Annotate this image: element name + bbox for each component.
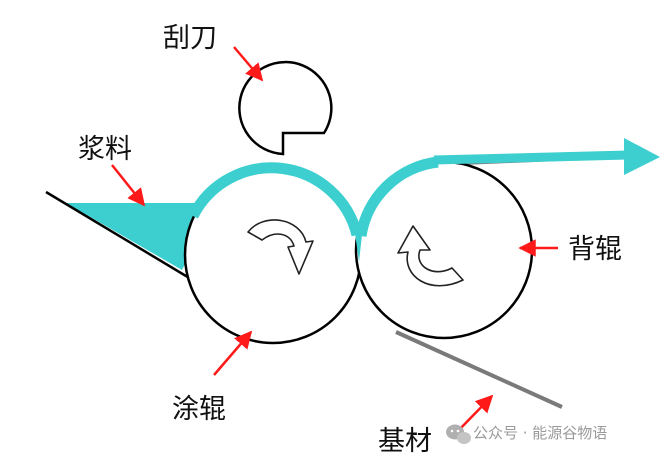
pointer-substrate [455,394,494,434]
output-direction-arrow [624,138,660,175]
pointer-slurry [111,164,146,207]
label-back-roller: 背辊 [568,234,622,265]
counterclockwise-arrow-icon [397,225,464,287]
slurry-pool [66,203,203,270]
substrate-line [395,330,563,409]
label-substrate: 基材 [378,426,432,457]
label-slurry: 浆料 [78,134,132,165]
coated-strip [433,150,629,165]
watermark: 公众号 · 能源谷物语 [446,424,607,444]
pointer-doctor-blade [233,46,264,82]
feed-plate [45,190,192,281]
doctor-blade [238,60,333,156]
pointer-coating-roller [213,330,253,376]
chat-bubble-icon [446,424,471,444]
label-coating-roller: 涂辊 [172,394,226,425]
watermark-text: 公众号 · 能源谷物语 [473,424,607,442]
clockwise-arrow-icon [247,219,314,275]
slurry-film-coating-roller [188,162,363,237]
slurry-film-back-roller [355,156,439,237]
label-doctor-blade: 刮刀 [163,23,217,54]
